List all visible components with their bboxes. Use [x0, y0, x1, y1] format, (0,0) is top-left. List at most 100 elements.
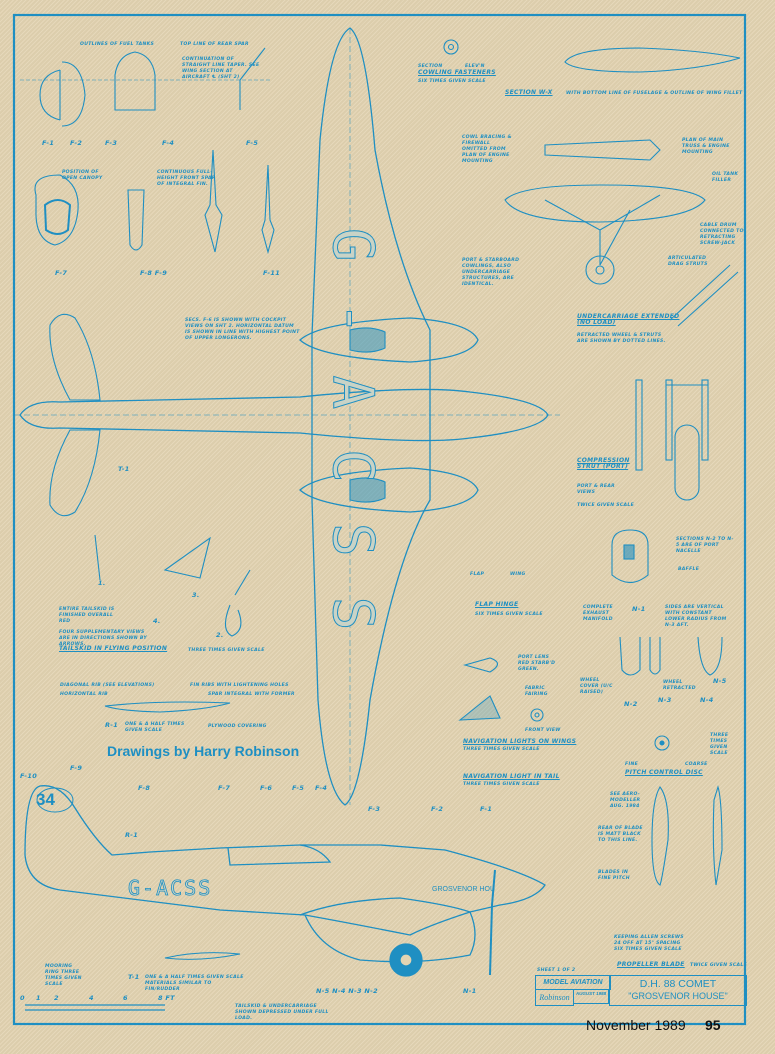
label-f11: F-11	[263, 269, 281, 277]
label-pitch-disc: PITCH CONTROL DISC	[625, 769, 703, 776]
label-fin-ribs: FIN RIBS WITH LIGHTENING HOLES	[190, 683, 289, 688]
label-f9: F-9	[70, 764, 83, 772]
label-sections-n: SECTIONS N-2 TO N-5 ARE OF PORT NACELLE	[676, 537, 734, 554]
label-compression-views: PORT & REAR VIEWS	[577, 484, 616, 495]
signature: Robinson	[535, 989, 574, 1006]
undercarriage-drawing	[504, 139, 739, 327]
label-f2: F-2	[70, 139, 83, 147]
plan-view-aircraft	[15, 27, 560, 806]
label-cowling-elev: ELEV'N	[465, 64, 485, 69]
label-f7: F-7	[55, 269, 68, 277]
label-n1: N-1	[632, 605, 646, 613]
label-n5: N-5	[713, 677, 727, 685]
drawing-frame	[12, 13, 747, 1026]
tailskid-icon	[163, 536, 211, 579]
label-uc-title: UNDERCARRIAGE EXTENDED (NO LOAD)	[577, 313, 680, 326]
label-continuation: CONTINUATION OF STRAIGHT LINE TAPER. SEE…	[182, 57, 260, 80]
label-f10: F-10	[20, 772, 38, 780]
label-r1-side: R-1	[125, 831, 139, 839]
label-section-w: SECTION W-X	[505, 89, 553, 96]
label-allen-screws: KEEPING ALLEN SCREWS 24 OFF AT 15° SPACI…	[614, 935, 684, 952]
label-f4: F-4	[162, 139, 175, 147]
label-exhaust: COMPLETE EXHAUST MANIFOLD	[583, 605, 613, 622]
label-baffle: BAFFLE	[678, 567, 700, 572]
label-fine: FINE	[625, 762, 639, 767]
label-front-spar: CONTINUOUS FULL-HEIGHT FRONT SPAR OF INT…	[157, 170, 216, 187]
label-propeller-blade: PROPELLER BLADE	[617, 961, 685, 968]
label-flap: FLAP	[470, 572, 485, 577]
scale-tick: 6	[123, 994, 128, 1002]
label-port-lens: PORT LENS RED STARB'D GREEN.	[518, 655, 556, 672]
label-n1-side: N-1	[463, 987, 477, 995]
label-f4-side: F-4	[315, 784, 328, 792]
label-view-2: 2.	[216, 631, 224, 639]
label-open-canopy: POSITION OF OPEN CANOPY	[62, 170, 103, 181]
label-compression-strut: COMPRESSION STRUT (PORT)	[577, 457, 630, 470]
propeller-blade-drawing	[651, 785, 723, 886]
label-r1-scale: ONE & A HALF TIMES GIVEN SCALE	[125, 722, 185, 733]
label-n3: N-3	[658, 696, 672, 704]
fuselage-sections-icon	[20, 47, 275, 255]
aircraft-subtitle: "GROSVENOR HOUSE"	[628, 991, 728, 1001]
label-nacelle-stations: N-5 N-4 N-3 N-2	[316, 987, 378, 995]
label-t1: T-1	[118, 465, 130, 473]
scale-tick: 4	[89, 994, 94, 1002]
label-front-view: FRONT VIEW	[525, 728, 561, 733]
label-flap-scale: SIX TIMES GIVEN SCALE	[475, 612, 543, 617]
aircraft-title: D.H. 88 COMET	[639, 978, 717, 990]
label-tailskid-scale: THREE TIMES GIVEN SCALE	[188, 648, 265, 653]
label-cowl-bracing: COWL BRACING & FIREWALL OMITTED FROM PLA…	[462, 135, 512, 164]
label-oil-tank: OIL TANK FILLER	[712, 172, 739, 183]
label-port-starboard: PORT & STARBOARD COWLINGS, ALSO UNDERCAR…	[462, 258, 520, 287]
label-wheel-retracted: WHEEL RETRACTED	[663, 680, 696, 691]
race-number: 34	[36, 790, 55, 809]
scale-tick: 1	[36, 994, 41, 1002]
label-uc-note: RETRACTED WHEEL & STRUTS ARE SHOWN BY DO…	[577, 333, 666, 344]
label-f3: F-3	[105, 139, 118, 147]
label-spar-integral: SPAR INTEGRAL WITH FORMER	[208, 692, 295, 697]
label-wing: WING	[510, 572, 526, 577]
label-t1-scale: ONE & A HALF TIMES GIVEN SCALE MATERIALS…	[145, 975, 244, 992]
scale-tick: 2	[54, 994, 59, 1002]
nacelle-sections-drawing	[611, 529, 723, 751]
side-view-aircraft	[24, 785, 546, 1011]
label-compression-scale: TWICE GIVEN SCALE	[577, 503, 635, 508]
sheet-number: SHEET 1 OF 2	[537, 968, 576, 973]
label-wheel-cover: WHEEL COVER (U/C RAISED)	[580, 678, 613, 695]
label-cable-drum: CABLE DRUM CONNECTED TO RETRACTING SCREW…	[700, 223, 744, 246]
label-n2: N-2	[624, 700, 638, 708]
label-main-truss: PLAN OF MAIN TRUSS & ENGINE MOUNTING	[682, 138, 730, 155]
label-n4: N-4	[700, 696, 714, 704]
page-number: 95	[705, 1017, 721, 1033]
label-t1-side: T-1	[128, 973, 140, 981]
label-f3-side: F-3	[368, 805, 381, 813]
label-fuel-tanks: OUTLINES OF FUEL TANKS	[80, 42, 155, 47]
label-flap-hinge: FLAP HINGE	[475, 601, 519, 608]
fin-section-icon	[104, 701, 231, 713]
label-sides-vertical: SIDES ARE VERTICAL WITH CONSTANT LOWER R…	[665, 605, 727, 628]
label-four-views: FOUR SUPPLEMENTARY VIEWS ARE IN DIRECTIO…	[59, 630, 147, 647]
label-sections-note: SECS. F-6 IS SHOWN WITH COCKPIT VIEWS ON…	[185, 318, 300, 341]
label-section-w-note: WITH BOTTOM LINE OF FUSELAGE & OUTLINE O…	[566, 91, 743, 96]
label-view-3: 3.	[192, 591, 200, 599]
label-fabric: FABRIC FAIRING	[525, 686, 548, 697]
label-view-1: 1.	[98, 579, 106, 587]
label-fine-pitch: BLADES IN FINE PITCH	[598, 870, 630, 881]
label-articulated: ARTICULATED DRAG STRUTS	[668, 256, 708, 267]
label-f7-side: F-7	[218, 784, 231, 792]
drawings-credit: Drawings by Harry Robinson	[107, 743, 300, 759]
label-nav-tail: NAVIGATION LIGHT IN TAIL	[463, 773, 560, 780]
label-f8-f9: F-8 F-9	[140, 269, 168, 277]
label-diagonal-rib: DIAGONAL RIB (SEE ELEVATIONS)	[60, 683, 155, 688]
label-view-4: 4.	[153, 617, 161, 625]
cowling-fastener-icon	[443, 39, 459, 55]
label-f2-side: F-2	[431, 805, 444, 813]
label-f8-side: F-8	[138, 784, 151, 792]
label-f1-side: F-1	[480, 805, 493, 813]
wing-section-icon	[564, 47, 741, 73]
nose-name: GROSVENOR HOU	[432, 886, 496, 893]
side-registration: G-ACSS	[128, 876, 213, 901]
label-nav-wings-scale: THREE TIMES GIVEN SCALE	[463, 747, 540, 752]
